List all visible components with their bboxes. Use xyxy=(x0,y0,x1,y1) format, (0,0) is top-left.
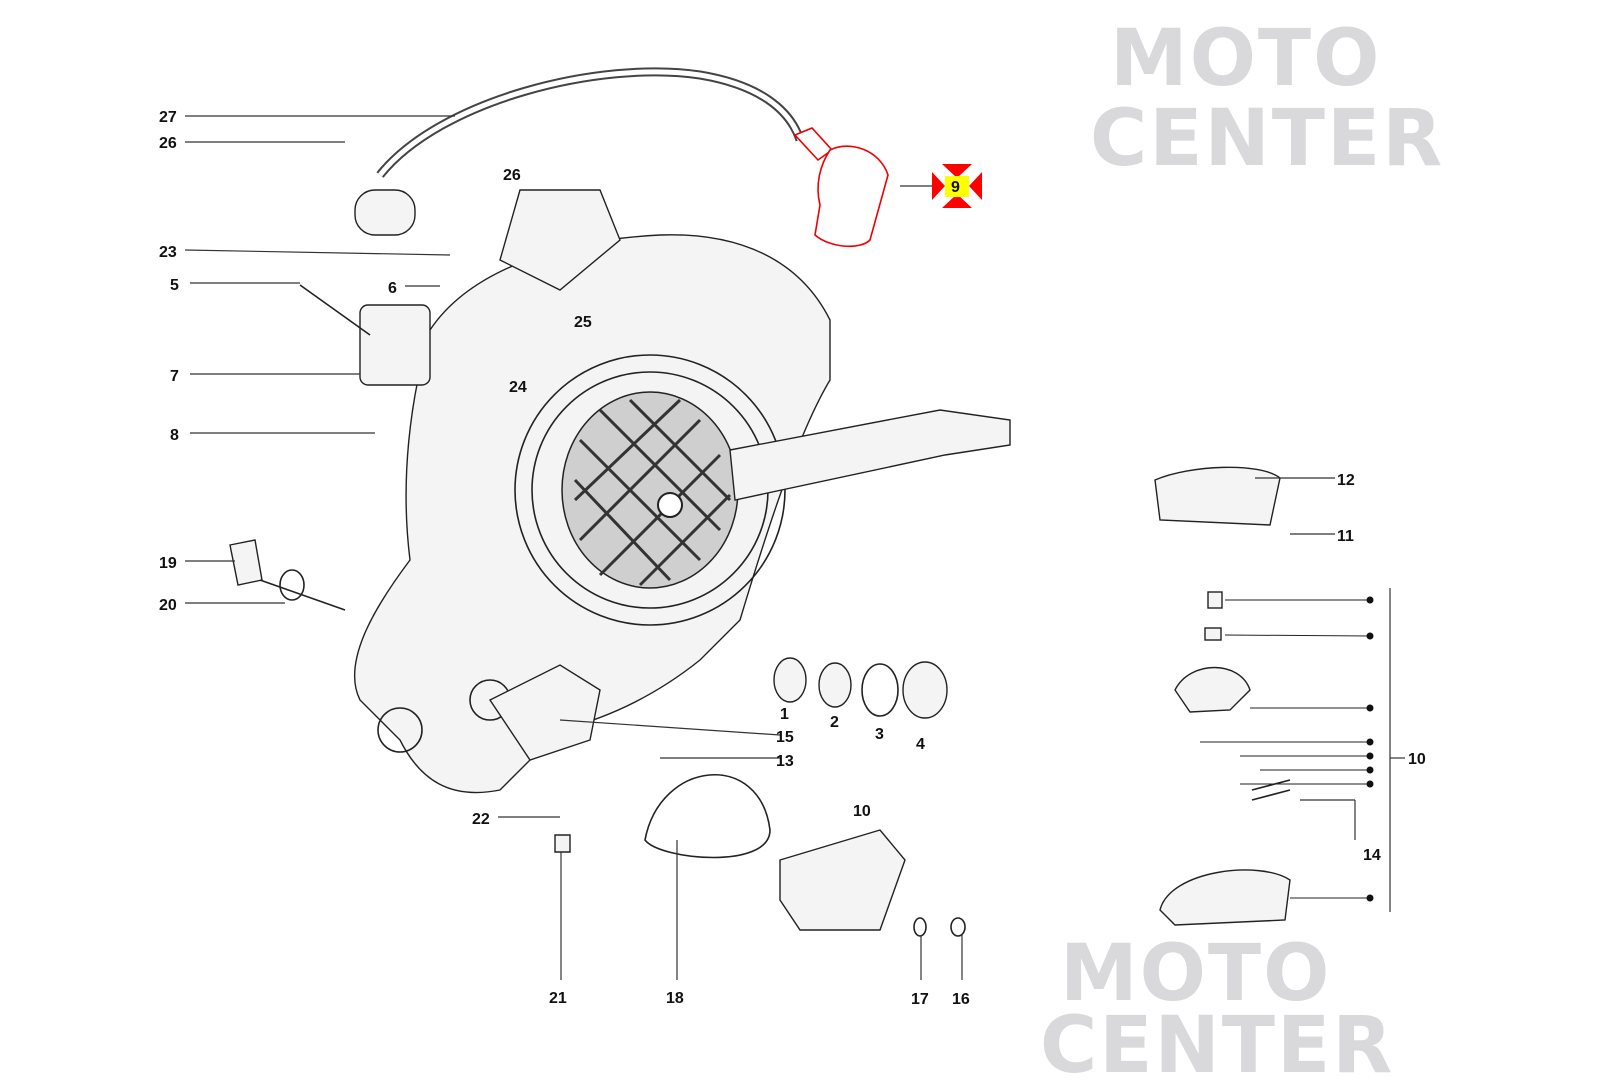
dipstick xyxy=(229,539,263,586)
callout-15[interactable]: 15 xyxy=(776,729,794,746)
carburettor xyxy=(499,189,621,291)
engine-assembly xyxy=(354,234,1011,794)
ignition-coil xyxy=(354,189,416,236)
callout-labels: 27 26 26 23 5 6 25 24 7 8 9 12 11 19 20 … xyxy=(159,109,1426,1008)
callout-23[interactable]: 23 xyxy=(159,244,177,261)
watermark-text: CENTER xyxy=(1090,94,1444,184)
callout-5[interactable]: 5 xyxy=(170,277,179,294)
callout-3[interactable]: 3 xyxy=(875,726,884,743)
callout-10[interactable]: 10 xyxy=(853,803,871,820)
callout-13[interactable]: 13 xyxy=(776,753,794,770)
spark-plug-cap-part-9[interactable] xyxy=(793,127,889,248)
callout-24[interactable]: 24 xyxy=(509,379,527,396)
callout-16[interactable]: 16 xyxy=(952,991,970,1008)
callout-18[interactable]: 18 xyxy=(666,990,684,1007)
regulator xyxy=(359,304,431,386)
callout-17[interactable]: 17 xyxy=(911,991,929,1008)
watermark-text: MOTO xyxy=(1110,14,1381,104)
callout-14[interactable]: 14 xyxy=(1363,847,1381,864)
callout-6[interactable]: 6 xyxy=(388,280,397,297)
callout-10[interactable]: 10 xyxy=(1408,751,1426,768)
callout-21[interactable]: 21 xyxy=(549,990,567,1007)
callout-2[interactable]: 2 xyxy=(830,714,839,731)
watermark-text: CENTER xyxy=(1040,1001,1394,1080)
selected-part-marker[interactable] xyxy=(932,164,982,208)
watermark: MOTO CENTER MOTO CENTER xyxy=(1040,14,1444,1080)
callout-20[interactable]: 20 xyxy=(159,597,177,614)
callout-11[interactable]: 11 xyxy=(1337,528,1354,545)
callout-1[interactable]: 1 xyxy=(780,706,789,723)
callout-27[interactable]: 27 xyxy=(159,109,177,126)
callout-8[interactable]: 8 xyxy=(170,427,179,444)
callout-7[interactable]: 7 xyxy=(170,368,179,385)
callout-4[interactable]: 4 xyxy=(916,736,925,753)
callout-19[interactable]: 19 xyxy=(159,555,177,572)
callout-9-selected[interactable]: 9 xyxy=(951,179,960,196)
callout-26[interactable]: 26 xyxy=(503,167,521,184)
callout-12[interactable]: 12 xyxy=(1337,472,1355,489)
ht-cable xyxy=(376,67,805,178)
callout-25[interactable]: 25 xyxy=(574,314,592,331)
callout-26[interactable]: 26 xyxy=(159,135,177,152)
watermark-text: MOTO xyxy=(1060,929,1331,1019)
oil-pump-cover xyxy=(1154,466,1281,526)
callout-22[interactable]: 22 xyxy=(472,811,490,828)
